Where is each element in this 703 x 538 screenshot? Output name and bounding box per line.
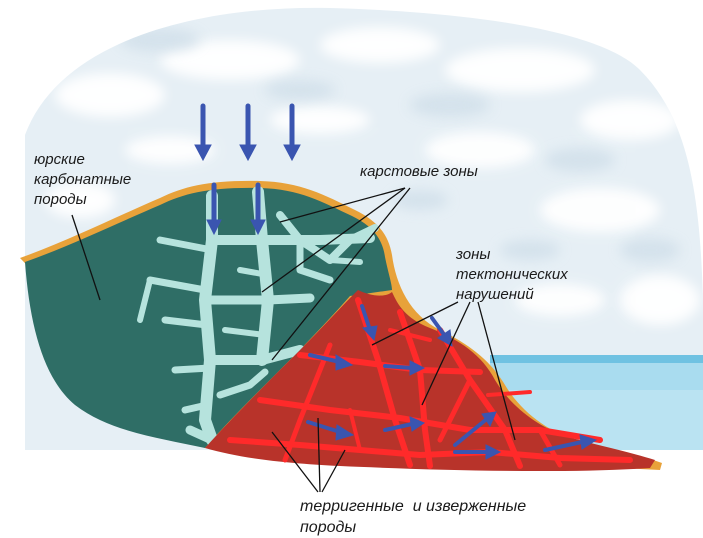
label-line: юрские <box>34 150 131 170</box>
label-terrigenous-igneous-rocks: терригенные и изверженные породы <box>300 496 526 538</box>
label-tectonic-zones: зоны тектонических нарушений <box>456 245 568 305</box>
label-jurassic-carbonate-rocks: юрские карбонатные породы <box>34 150 131 210</box>
label-line: нарушений <box>456 285 568 305</box>
label-karst-zones: карстовые зоны <box>360 162 478 182</box>
label-line: карстовые зоны <box>360 162 478 182</box>
label-line: карбонатные <box>34 170 131 190</box>
label-line: зоны <box>456 245 568 265</box>
label-line: породы <box>300 517 526 538</box>
label-line: терригенные и изверженные <box>300 496 526 517</box>
label-line: тектонических <box>456 265 568 285</box>
label-line: породы <box>34 190 131 210</box>
